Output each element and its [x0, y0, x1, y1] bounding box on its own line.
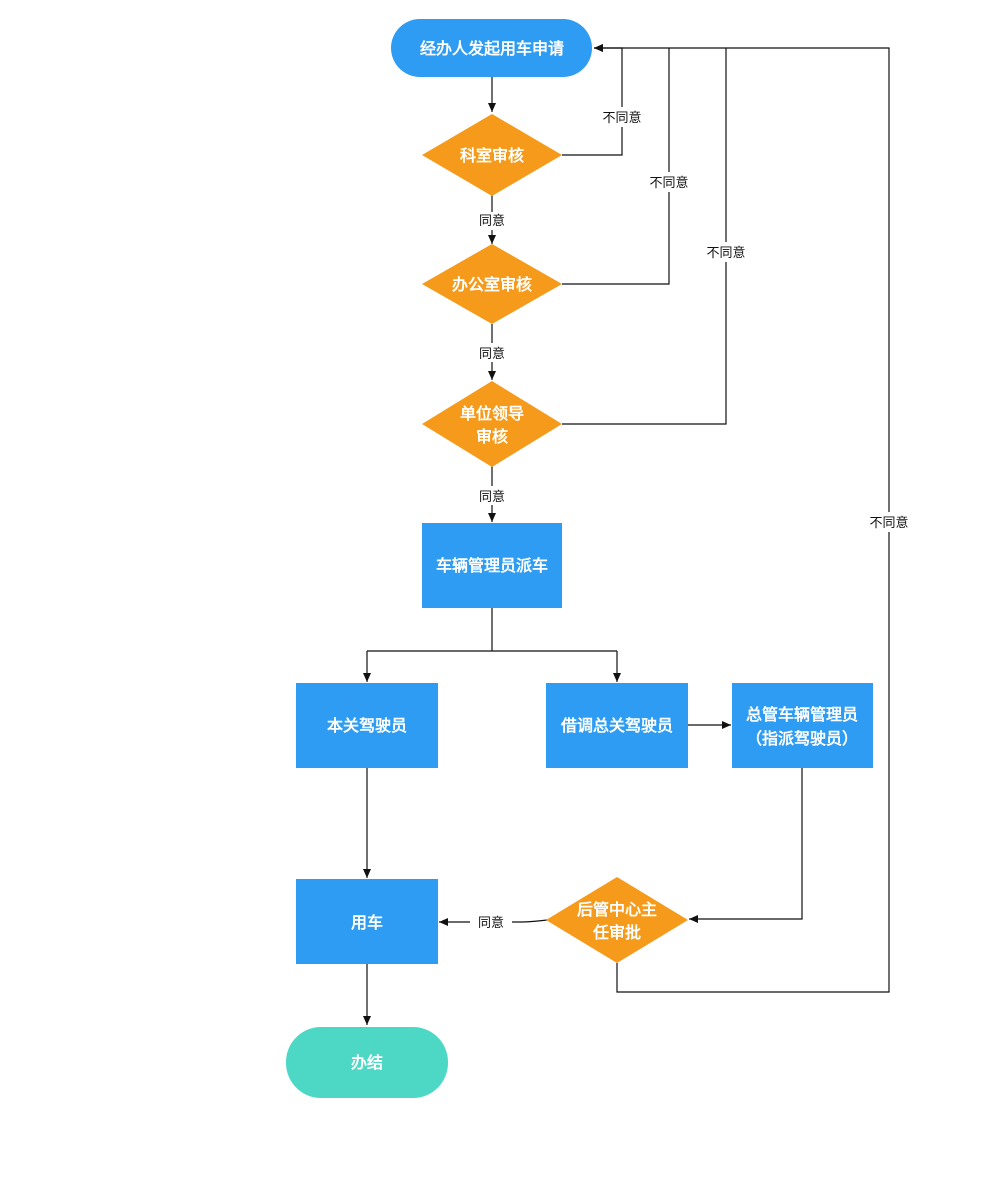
node-borrow-driver: 借调总关驾驶员: [546, 683, 688, 768]
node-center-approval: 后管中心主 任审批: [546, 877, 688, 963]
dept-review-diamond: [422, 114, 562, 196]
node-use-car: 用车: [296, 879, 438, 964]
dispatch-box: [422, 523, 562, 608]
end-terminal-shape: [286, 1027, 448, 1098]
local-driver-label: 本关驾驶员: [327, 716, 407, 735]
node-local-driver: 本关驾驶员: [296, 683, 438, 768]
local-driver-box: [296, 683, 438, 768]
edges: [363, 44, 890, 1025]
start-label: 经办人发起用车申请: [420, 39, 564, 58]
label-disagree-center: 不同意: [869, 515, 908, 531]
leader-review-label-line2: 审核: [476, 427, 508, 446]
node-end: 办结: [286, 1027, 448, 1098]
node-dept-review: 科室审核: [422, 114, 562, 196]
edge-hq-manager-to-center-approval: [689, 768, 803, 923]
hq-manager-label-line2: （指派驾驶员）: [746, 729, 858, 748]
dispatch-label: 车辆管理员派车: [436, 556, 548, 575]
node-leader-review: 单位领导 审核: [422, 381, 562, 467]
edge-office-review-disagree: [562, 48, 670, 285]
label-disagree-leader: 不同意: [706, 245, 745, 261]
borrow-driver-label: 借调总关驾驶员: [560, 716, 673, 735]
edge-center-approval-disagree: [594, 44, 890, 993]
label-disagree-office: 不同意: [649, 175, 688, 191]
edge-dispatch-split: [367, 608, 617, 652]
leader-review-label-line1: 单位领导: [460, 404, 524, 423]
node-hq-manager: 总管车辆管理员 （指派驾驶员）: [732, 683, 873, 768]
center-approval-label-line2: 任审批: [592, 923, 641, 942]
hq-manager-label-line1: 总管车辆管理员: [746, 705, 858, 724]
node-dispatch: 车辆管理员派车: [422, 523, 562, 608]
end-label: 办结: [351, 1053, 383, 1072]
edge-labels: 不同意 不同意 不同意 不同意 同意 同意 同意 同意: [470, 107, 913, 932]
label-agree-dept: 同意: [479, 213, 505, 229]
hq-manager-box: [732, 683, 873, 768]
center-approval-diamond: [546, 877, 688, 963]
use-car-label: 用车: [351, 913, 383, 932]
center-approval-label-line1: 后管中心主: [577, 900, 657, 919]
label-agree-leader: 同意: [479, 489, 505, 505]
use-car-box: [296, 879, 438, 964]
office-review-diamond: [422, 244, 562, 324]
node-office-review: 办公室审核: [422, 244, 562, 324]
edge-center-approval-to-use-car: [439, 918, 548, 926]
borrow-driver-box: [546, 683, 688, 768]
office-review-label: 办公室审核: [452, 275, 532, 294]
edge-leader-review-disagree: [562, 48, 727, 425]
dept-review-label: 科室审核: [460, 146, 524, 165]
label-disagree-dept: 不同意: [602, 110, 641, 126]
start-terminal-shape: [391, 19, 592, 77]
label-agree-office: 同意: [479, 346, 505, 362]
label-agree-center: 同意: [478, 915, 504, 931]
leader-review-diamond: [422, 381, 562, 467]
node-start: 经办人发起用车申请: [391, 19, 592, 77]
